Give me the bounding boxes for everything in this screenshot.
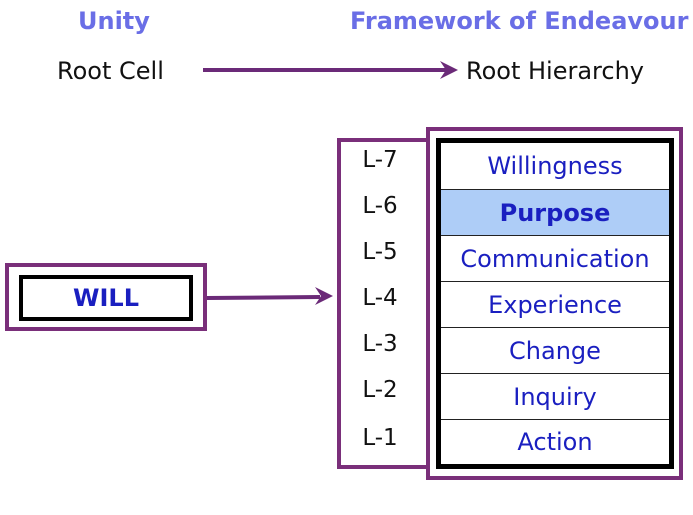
will-outer-frame: [5, 263, 207, 331]
heading-framework: Framework of Endeavour: [350, 7, 689, 35]
level-label: L-6: [362, 193, 398, 219]
hierarchy-row-experience: Experience: [441, 281, 669, 327]
level-label: L-3: [362, 331, 398, 357]
will-arrow: [206, 287, 333, 305]
will-label: WILL: [73, 284, 139, 312]
level-label: L-4: [362, 285, 398, 311]
hierarchy-row-inquiry: Inquiry: [441, 373, 669, 419]
hierarchy-row-communication: Communication: [441, 235, 669, 281]
hierarchy-table: Willingness Purpose Communication Experi…: [436, 138, 674, 469]
hierarchy-outer-frame: [426, 127, 683, 480]
will-box: WILL: [19, 275, 193, 321]
root-cell-label: Root Cell: [57, 57, 164, 85]
hierarchy-row-willingness: Willingness: [487, 152, 623, 180]
heading-unity: Unity: [78, 7, 150, 35]
hierarchy-row-action: Action: [441, 419, 669, 464]
level-bracket: [337, 138, 427, 469]
root-arrow: [203, 61, 458, 79]
root-hierarchy-label: Root Hierarchy: [466, 57, 645, 85]
level-label: L-2: [362, 377, 398, 403]
level-label: L-1: [362, 425, 398, 451]
hierarchy-row-purpose: Purpose: [441, 189, 669, 235]
level-label: L-7: [362, 147, 398, 173]
level-label: L-5: [362, 239, 398, 265]
hierarchy-row-change: Change: [441, 327, 669, 373]
